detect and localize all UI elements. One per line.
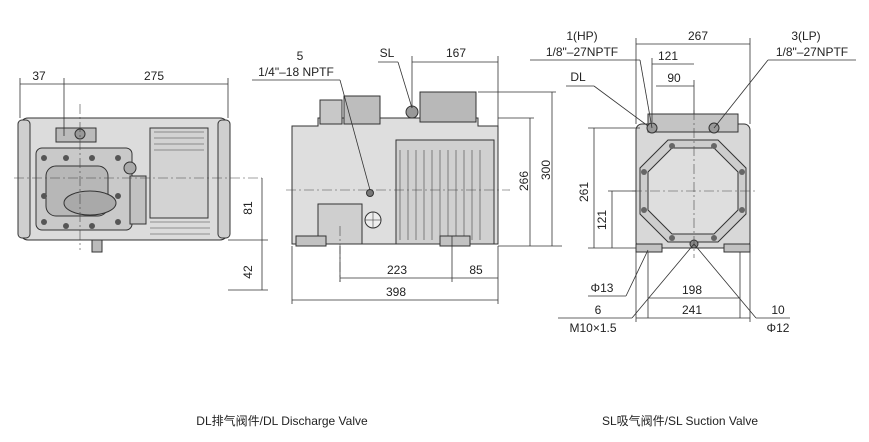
hole-number: 10 — [771, 303, 785, 317]
dim-37: 37 — [32, 69, 46, 83]
foot — [635, 243, 663, 253]
lp-port-number: 3(LP) — [791, 29, 820, 43]
port-5 — [366, 189, 374, 197]
bolt — [115, 193, 121, 199]
flange-bolt — [711, 235, 717, 241]
dim-42: 42 — [241, 265, 255, 279]
middle-view: 5 1/4"–18 NPTF SL 167 266 300 223 85 398 — [252, 46, 562, 304]
dim-300: 300 — [539, 160, 553, 180]
dim-121-top: 121 — [658, 49, 678, 63]
sl-label: SL — [380, 46, 395, 60]
bolt-number: 6 — [595, 303, 602, 317]
terminal-box — [149, 127, 209, 219]
dim-266: 266 — [517, 171, 531, 191]
motor-section — [395, 139, 495, 245]
dim-90: 90 — [667, 71, 681, 85]
left-view: 37 275 81 42 — [14, 69, 268, 291]
bolt-thread: M10×1.5 — [569, 321, 616, 335]
bolt — [41, 219, 47, 225]
caption-sl: SL吸气阀件/SL Suction Valve — [602, 413, 758, 428]
flange-bolt — [739, 169, 745, 175]
bolt — [89, 223, 95, 229]
right-end-cap — [217, 119, 231, 239]
right-view: 1(HP) 1/8"–27NPTF DL 3(LP) 1/8"–27NPTF 2… — [530, 29, 856, 335]
flange-bolt — [669, 143, 675, 149]
dim-phi13: Φ13 — [591, 281, 614, 295]
fitting — [129, 175, 147, 225]
hp-port-thread: 1/8"–27NPTF — [546, 45, 618, 59]
dim-121-vertical: 121 — [595, 210, 609, 230]
flange-bolt — [739, 207, 745, 213]
dim-241: 241 — [682, 303, 702, 317]
drain-plug — [91, 239, 103, 253]
lp-port — [708, 122, 720, 134]
bolt — [63, 223, 69, 229]
left-end-cap — [17, 119, 31, 239]
dim-phi12: Φ12 — [767, 321, 790, 335]
valve-plate-oval — [63, 190, 117, 216]
bolt — [41, 155, 47, 161]
foot-right — [439, 235, 471, 247]
bolt — [115, 219, 121, 225]
sight-port — [123, 161, 137, 175]
dim-267: 267 — [688, 29, 708, 43]
port-5-thread: 1/4"–18 NPTF — [258, 65, 334, 79]
flange-bolt — [641, 169, 647, 175]
sl-valve-body — [419, 91, 477, 123]
port-5-number: 5 — [297, 49, 304, 63]
caption-dl: DL排气阀件/DL Discharge Valve — [196, 413, 368, 428]
foot-left — [295, 235, 327, 247]
bolt — [89, 155, 95, 161]
flange-bolt — [669, 235, 675, 241]
top-valve-block — [343, 95, 381, 125]
flange-bolt — [711, 143, 717, 149]
dim-167: 167 — [446, 46, 466, 60]
dim-85: 85 — [469, 263, 483, 277]
foot — [723, 243, 751, 253]
bolt — [41, 193, 47, 199]
dim-198: 198 — [682, 283, 702, 297]
lp-port-thread: 1/8"–27NPTF — [776, 45, 848, 59]
dim-275: 275 — [144, 69, 164, 83]
dim-81: 81 — [241, 201, 255, 215]
flange-bolt — [641, 207, 647, 213]
cooling-fins — [399, 150, 481, 240]
hp-port-number: 1(HP) — [566, 29, 597, 43]
dim-261: 261 — [577, 182, 591, 202]
dl-label: DL — [570, 70, 586, 84]
top-valve-area — [647, 113, 739, 133]
top-valve-left — [319, 99, 343, 125]
bolt — [115, 155, 121, 161]
dim-223: 223 — [387, 263, 407, 277]
bolt — [63, 155, 69, 161]
dim-398: 398 — [386, 285, 406, 299]
